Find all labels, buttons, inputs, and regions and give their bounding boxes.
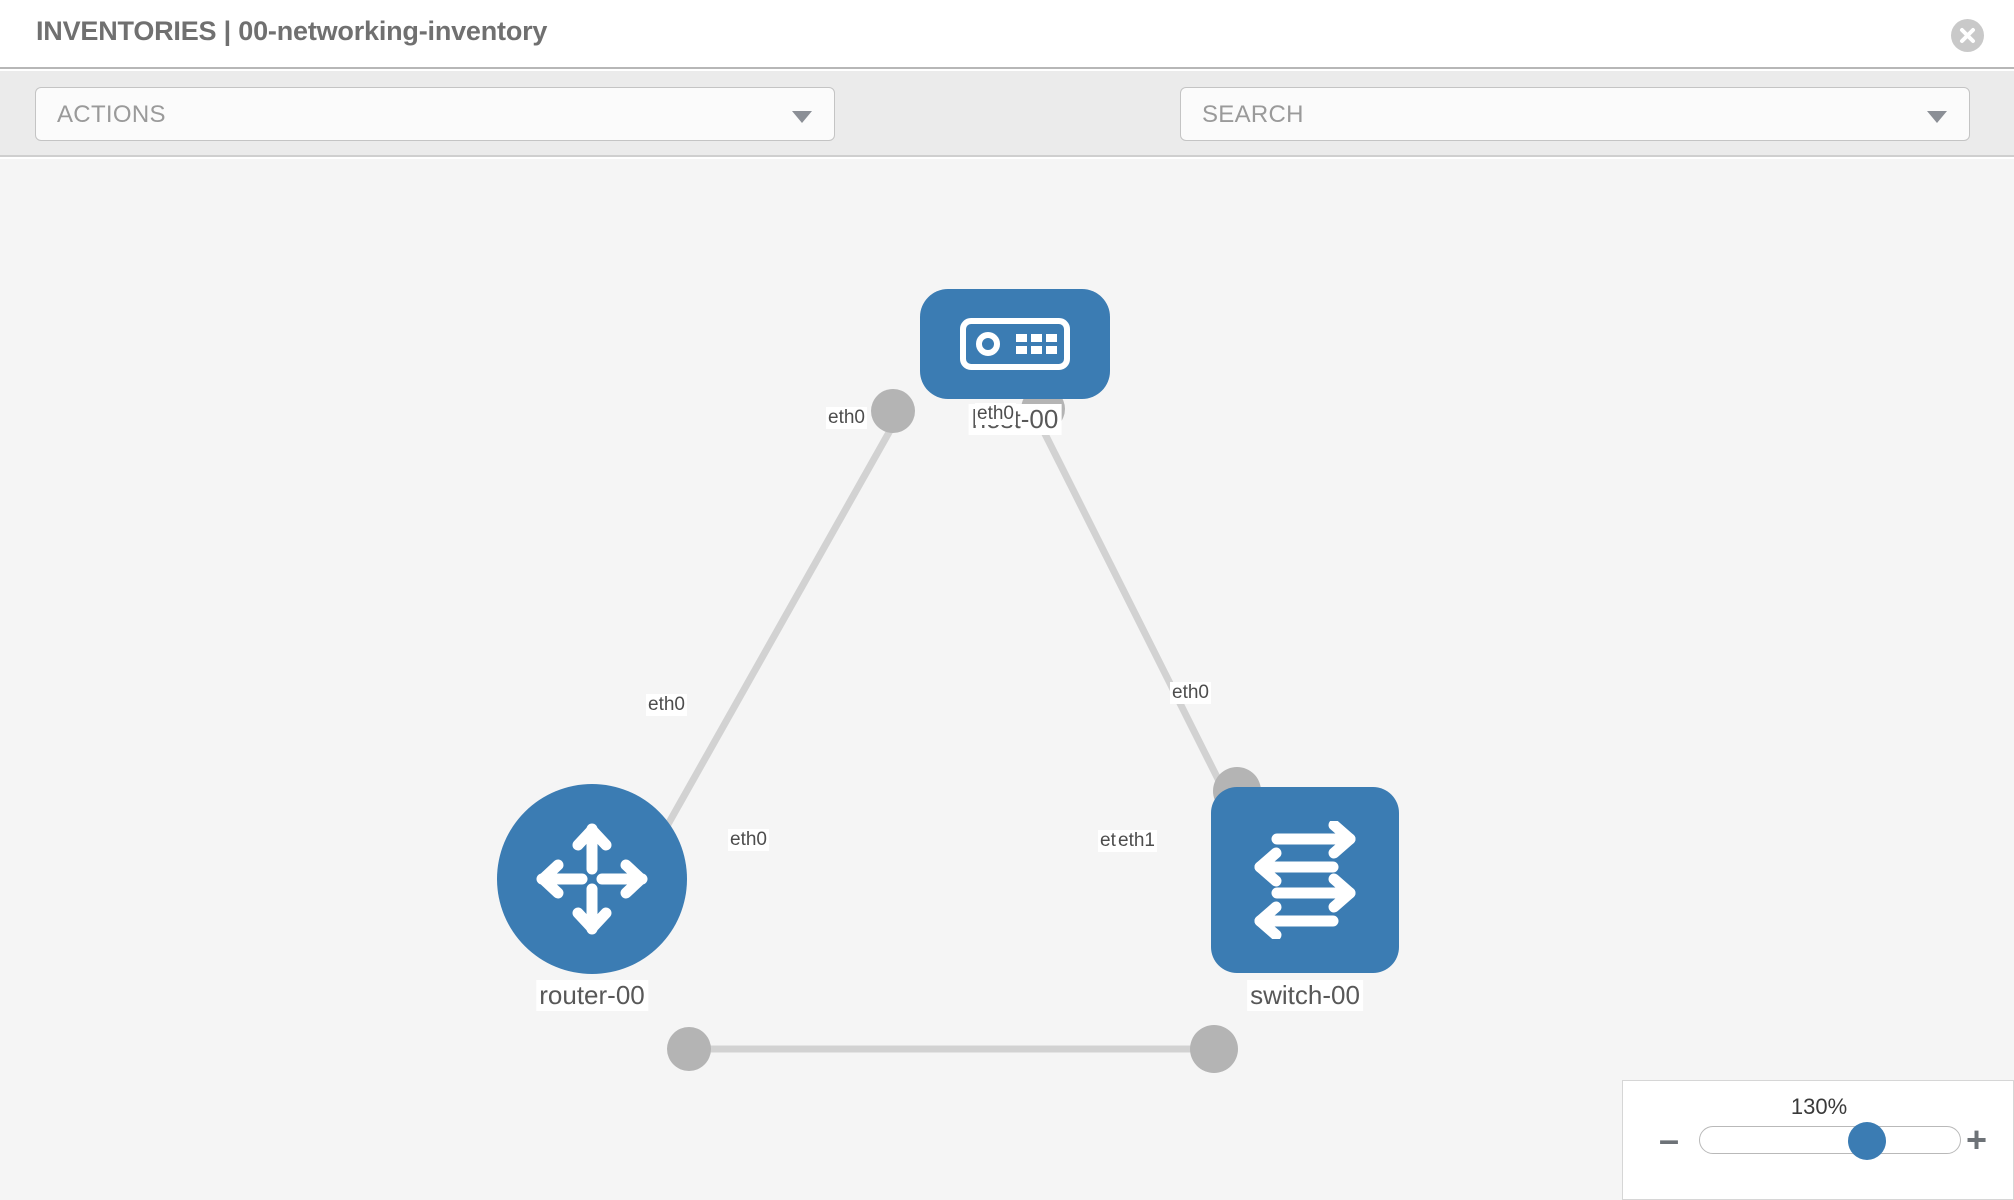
node-switch-00-shape[interactable] — [1211, 787, 1399, 973]
zoom-control-panel: 130% – + — [1622, 1080, 2014, 1200]
page-header: INVENTORIES | 00-networking-inventory — [0, 0, 2014, 69]
edge-label-router-right: eth0 — [728, 829, 769, 851]
link-host-switch — [1026, 402, 1242, 821]
node-switch-00-label: switch-00 — [1247, 980, 1363, 1011]
zoom-out-button[interactable]: – — [1659, 1119, 1680, 1160]
toolbar: ACTIONS SEARCH — [0, 71, 2014, 201]
zoom-slider-track[interactable] — [1699, 1122, 1961, 1160]
page-title: INVENTORIES | 00-networking-inventory — [36, 16, 548, 46]
chevron-down-icon — [792, 111, 812, 123]
node-switch-00[interactable]: switch-00 — [1211, 787, 1399, 1011]
socket-switch-left — [1190, 1025, 1238, 1073]
actions-dropdown[interactable]: ACTIONS — [35, 87, 835, 141]
topology-canvas[interactable]: host-00 router-00 — [0, 159, 2014, 1200]
server-icon — [960, 318, 1070, 370]
interface-sockets — [667, 387, 1261, 1073]
chevron-down-icon — [1927, 111, 1947, 123]
close-icon[interactable] — [1951, 19, 1984, 52]
edge-label-host-right: eth0 — [975, 403, 1016, 425]
router-icon — [536, 823, 648, 935]
socket-host-left — [871, 389, 915, 433]
edge-label-switch-left-eth1: eth1 — [1116, 830, 1157, 852]
edge-label-router-upper: eth0 — [646, 694, 687, 716]
switch-icon — [1254, 821, 1356, 939]
node-host-00-shape[interactable] — [920, 289, 1110, 399]
search-input[interactable]: SEARCH — [1180, 87, 1970, 141]
zoom-level-value: 130% — [1790, 1094, 1848, 1119]
edge-label-switch-upper: eth0 — [1170, 682, 1211, 704]
actions-dropdown-label: ACTIONS — [57, 101, 166, 128]
node-router-00-label: router-00 — [536, 980, 648, 1011]
link-host-router — [636, 402, 909, 876]
socket-router-right — [667, 1027, 711, 1071]
zoom-in-button[interactable]: + — [1965, 1119, 1987, 1160]
node-router-00[interactable]: router-00 — [497, 784, 687, 1011]
node-host-00[interactable]: host-00 — [920, 289, 1110, 435]
zoom-slider-thumb[interactable] — [1848, 1122, 1886, 1160]
node-router-00-shape[interactable] — [497, 784, 687, 974]
search-placeholder: SEARCH — [1202, 101, 1304, 128]
edge-label-host-left: eth0 — [826, 407, 867, 429]
